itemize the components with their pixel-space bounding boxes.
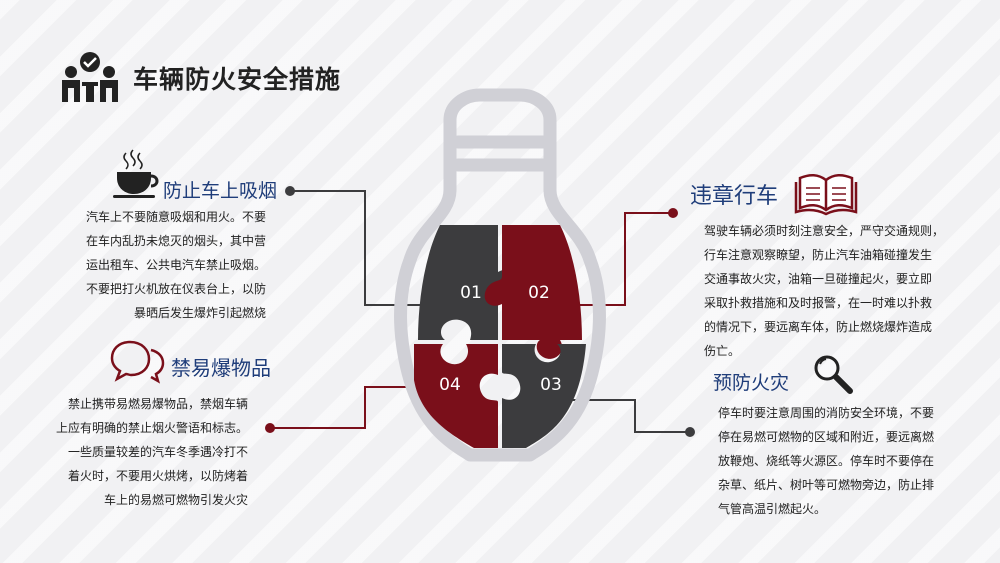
connector-dot-04 bbox=[265, 423, 275, 433]
connector-dot-02 bbox=[668, 208, 678, 218]
text-line: 运出租车、公共电汽车禁止吸烟。 bbox=[85, 258, 266, 272]
text-no-smoking: 汽车上不要随意吸烟和用火。不要 在车内乱扔未熄灭的烟头，其中营 运出租车、公共电… bbox=[60, 205, 266, 325]
text-line: 采取扑救措施和及时报警，在一时难以扑救 bbox=[704, 296, 933, 310]
connector-04 bbox=[270, 386, 440, 429]
puzzle-piece-02 bbox=[484, 225, 582, 359]
text-line: 在车内乱扔未熄灭的烟头，其中营 bbox=[85, 234, 266, 248]
puzzle-label-01: 01 bbox=[460, 283, 482, 303]
text-violation: 驾驶车辆必须时刻注意安全，严守交通规则， 行车注意观察瞭望，防止汽车油箱碰撞发生… bbox=[704, 219, 974, 363]
coffee-cup-icon bbox=[113, 149, 159, 198]
text-line: 汽车上不要随意吸烟和用火。不要 bbox=[85, 210, 266, 224]
text-line: 停车时要注意周围的消防安全环境，不要 bbox=[718, 406, 935, 420]
heading-violation: 违章行车 bbox=[690, 184, 779, 209]
text-line: 杂草、纸片、树叶等可燃物旁边，防止排 bbox=[718, 478, 935, 492]
text-line: 行车注意观察瞭望，防止汽车油箱碰撞发生 bbox=[704, 248, 933, 262]
connector-lines bbox=[270, 190, 690, 433]
text-line: 不要把打火机放在仪表台上，以防 bbox=[85, 282, 266, 296]
puzzle-label-02: 02 bbox=[528, 283, 550, 303]
text-line: 气管高温引燃起火。 bbox=[718, 502, 827, 516]
text-line: 一些质量较差的汽车冬季遇冷打不 bbox=[67, 445, 248, 459]
team-check-icon bbox=[62, 52, 118, 102]
connector-02 bbox=[540, 212, 673, 306]
text-line: 的情况下，要远离车体，防止燃烧爆炸造成 bbox=[704, 320, 933, 334]
puzzle-piece-04 bbox=[414, 344, 498, 448]
connector-dot-03 bbox=[685, 427, 695, 437]
puzzle-piece-01 bbox=[418, 225, 518, 340]
heading-fire-prevention: 预防火灾 bbox=[713, 372, 790, 394]
connector-01 bbox=[290, 190, 460, 306]
text-line: 伤亡。 bbox=[704, 344, 741, 358]
text-line: 停在易燃可燃物的区域和附近，要远离燃 bbox=[718, 430, 935, 444]
puzzle-label-03: 03 bbox=[540, 375, 562, 395]
puzzle-label-04: 04 bbox=[439, 375, 461, 395]
text-line: 禁止携带易燃易爆物品，禁烟车辆 bbox=[67, 397, 248, 411]
text-line: 交通事故火灾，油箱一旦碰撞起火，要立即 bbox=[704, 272, 933, 286]
text-fire-prevention: 停车时要注意周围的消防安全环境，不要 停在易燃可燃物的区域和附近，要远离燃 放鞭… bbox=[718, 401, 958, 521]
speech-bubbles-icon bbox=[110, 340, 165, 384]
magnifier-icon bbox=[814, 355, 853, 394]
text-line: 放鞭炮、烧纸等火源区。停车时不要停在 bbox=[718, 454, 935, 468]
connector-dot-01 bbox=[285, 186, 295, 196]
text-line: 上应有明确的禁止烟火警语和标志。 bbox=[55, 421, 248, 435]
text-line: 车上的易燃可燃物引发火灾 bbox=[103, 493, 248, 507]
heading-explosives: 禁易爆物品 bbox=[171, 356, 271, 380]
text-explosives: 禁止携带易燃易爆物品，禁烟车辆 上应有明确的禁止烟火警语和标志。 一些质量较差的… bbox=[40, 392, 248, 512]
text-line: 着火时，不要用火烘烤，以防烤着 bbox=[67, 469, 248, 483]
heading-no-smoking: 防止车上吸烟 bbox=[163, 180, 278, 202]
text-line: 暴晒后发生爆炸引起燃烧 bbox=[133, 306, 266, 320]
puzzle: 01 02 03 04 bbox=[414, 225, 586, 448]
connector-03 bbox=[560, 399, 690, 433]
text-line: 驾驶车辆必须时刻注意安全，严守交通规则， bbox=[704, 224, 945, 238]
open-book-icon bbox=[794, 174, 858, 216]
bulb-outline bbox=[394, 88, 606, 462]
page-title: 车辆防火安全措施 bbox=[133, 65, 342, 94]
puzzle-piece-03 bbox=[502, 344, 586, 448]
